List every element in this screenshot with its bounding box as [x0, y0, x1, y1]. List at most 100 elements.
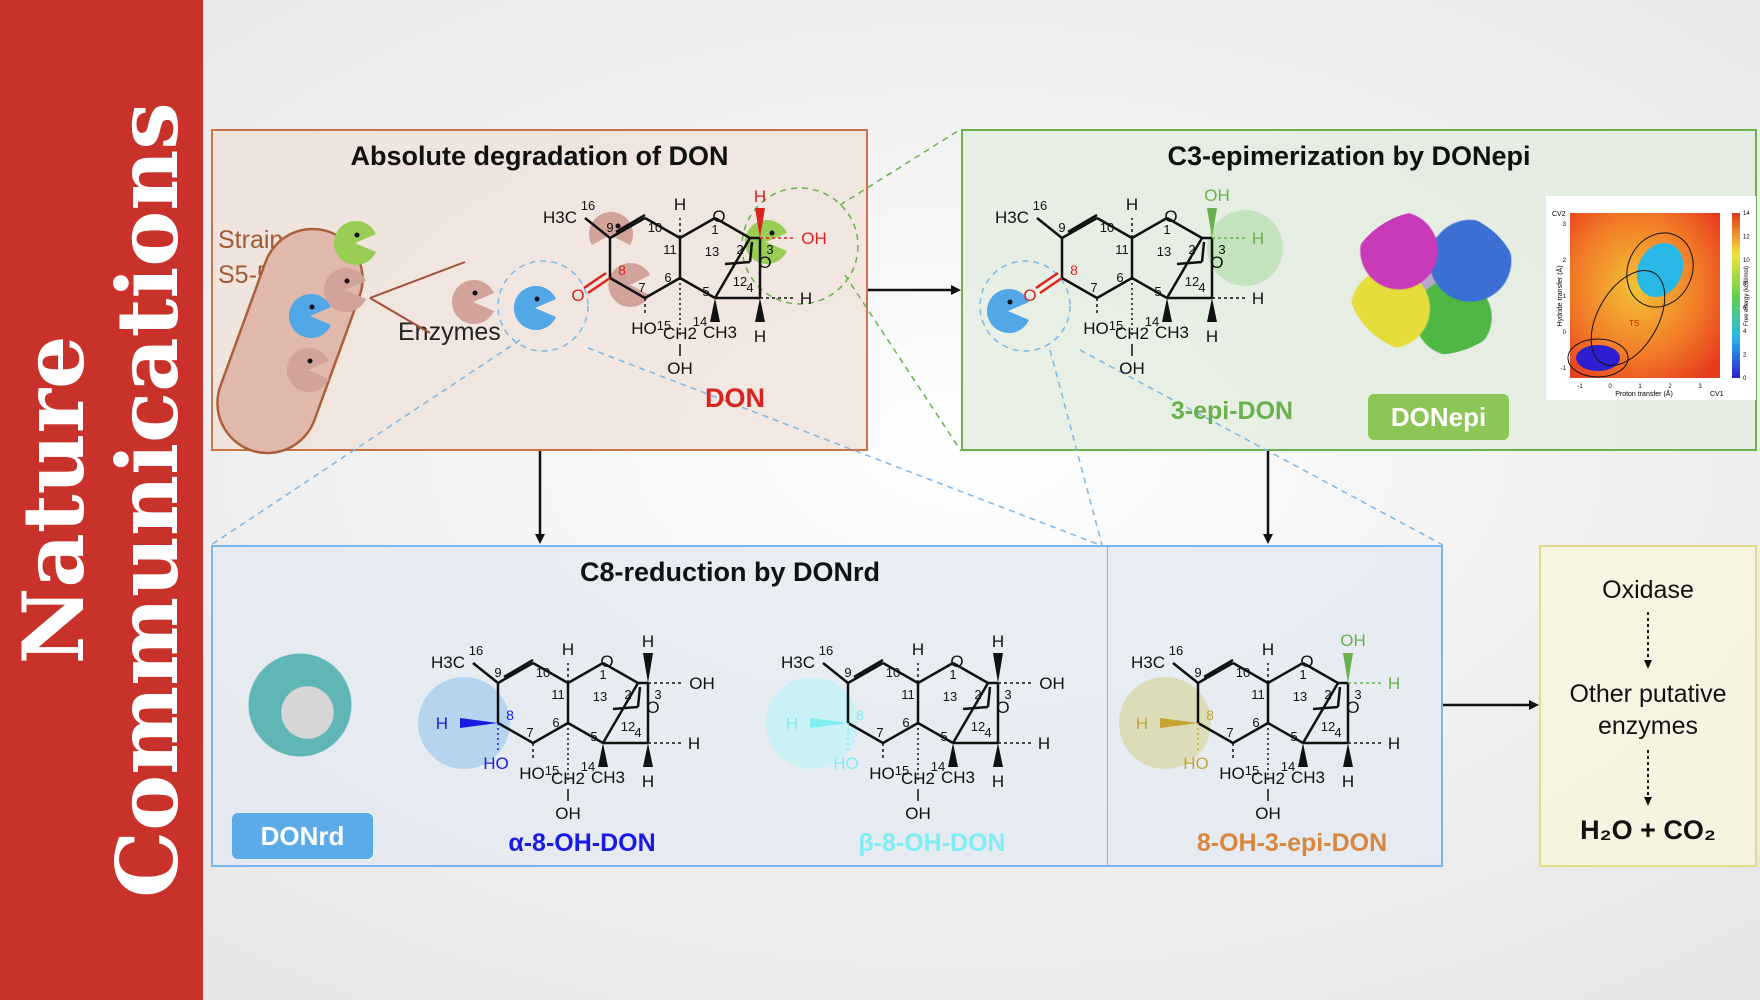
- locant-6: 6: [664, 270, 671, 285]
- c14-methyl: CH3: [1291, 768, 1325, 787]
- locant-16: 16: [581, 198, 595, 213]
- oxidase-label: Oxidase: [1602, 576, 1694, 604]
- bond: [917, 721, 954, 745]
- alpha-8-oh-don-name: α-8-OH-DON: [508, 829, 655, 857]
- 8-oh-3-epi-don-name: 8-OH-3-epi-DON: [1197, 829, 1387, 857]
- bond: [1166, 216, 1203, 240]
- wedge-bond: [1162, 298, 1172, 322]
- locant-7: 7: [1090, 280, 1097, 295]
- bond: [847, 661, 884, 685]
- bond: [1067, 213, 1098, 234]
- locant-4: 4: [746, 280, 753, 295]
- x-tick-label: 1: [1638, 384, 1642, 390]
- bond: [951, 682, 990, 744]
- c3-hydrogen: H: [992, 632, 1004, 651]
- locant-13: 13: [593, 689, 607, 704]
- epoxide-oxygen: O: [1346, 698, 1359, 717]
- locant-11: 11: [1115, 242, 1129, 257]
- c11-hydrogen: H: [1126, 195, 1138, 214]
- bond: [532, 661, 569, 685]
- plot-x-axis-name: CV1: [1710, 391, 1724, 398]
- wedge-bond: [643, 653, 653, 683]
- c4-hydrogen-h: H: [1252, 289, 1264, 308]
- don-name: DON: [705, 383, 765, 413]
- epoxide-oxygen: O: [646, 698, 659, 717]
- locant-9: 9: [1058, 220, 1065, 235]
- final-products: H₂O + CO₂: [1580, 815, 1716, 845]
- c3-hydroxyl: OH: [1340, 631, 1366, 650]
- locant-12: 12: [733, 274, 747, 289]
- bond: [952, 661, 989, 685]
- free-energy-plot: TS Proton transfer (Å) Hydride transfer …: [1546, 196, 1756, 400]
- locant-3: 3: [654, 687, 661, 702]
- locant-8: 8: [618, 262, 626, 278]
- c7-hydroxyl: HO: [1219, 764, 1245, 783]
- locant-1: 1: [1299, 667, 1306, 682]
- c4-hydrogen-h: H: [1038, 734, 1050, 753]
- bond: [587, 276, 611, 295]
- c4-hydrogen-h: H: [800, 289, 812, 308]
- wedge-bond: [948, 743, 958, 767]
- locant-1: 1: [599, 667, 606, 682]
- locant-7: 7: [1226, 725, 1233, 740]
- locant-14: 14: [581, 759, 595, 774]
- bond: [679, 216, 716, 240]
- ketone-oxygen: O: [1023, 286, 1036, 305]
- bond: [472, 662, 499, 684]
- x-tick-label: -1: [1577, 384, 1583, 390]
- locant-11: 11: [901, 687, 915, 702]
- c15-methylene: CH2: [663, 324, 697, 343]
- colorbar-tick-label: 2: [1743, 352, 1747, 358]
- ring-oxygen: O: [950, 652, 963, 671]
- bond: [1267, 661, 1304, 685]
- locant-3: 3: [1354, 687, 1361, 702]
- bond: [609, 276, 646, 300]
- plot-x-label: Proton transfer (Å): [1615, 389, 1673, 398]
- zoom-guides-green: [839, 128, 962, 452]
- c14-methyl: CH3: [1155, 323, 1189, 342]
- locant-2: 2: [1188, 242, 1195, 257]
- c8-hydrogen: H: [436, 714, 448, 733]
- c14-methyl: CH3: [703, 323, 737, 342]
- c3-hydrogen: H: [642, 632, 654, 651]
- bond: [1036, 217, 1063, 239]
- plot-y-label: Hydride transfer (Å): [1555, 265, 1564, 326]
- bond: [882, 721, 919, 745]
- donrd-badge: DONrd: [232, 813, 373, 859]
- locant-4: 4: [984, 725, 991, 740]
- bond: [1267, 721, 1304, 745]
- wedge-bond: [1298, 743, 1308, 767]
- locant-14: 14: [1281, 759, 1295, 774]
- wedge-bond: [1343, 743, 1353, 767]
- locant-2: 2: [974, 687, 981, 702]
- bond: [602, 661, 639, 685]
- colorbar-tick-label: 12: [1743, 235, 1750, 241]
- bond: [583, 271, 607, 290]
- locant-2: 2: [736, 242, 743, 257]
- locant-9: 9: [494, 665, 501, 680]
- bond: [1061, 216, 1098, 240]
- ring-oxygen: O: [1164, 207, 1177, 226]
- locant-10: 10: [886, 665, 900, 680]
- c15-methylene: CH2: [1251, 769, 1285, 788]
- ts-marker: TS: [1629, 319, 1639, 328]
- bond: [1176, 260, 1203, 266]
- bond: [1232, 721, 1269, 745]
- c7-hydroxyl: HO: [519, 764, 545, 783]
- c3-hydrogen: H: [1388, 674, 1400, 693]
- methyl-group: H3C: [1131, 653, 1165, 672]
- wedge-bond: [1207, 208, 1217, 238]
- locant-6: 6: [552, 715, 559, 730]
- bond: [1232, 661, 1269, 685]
- locant-10: 10: [536, 665, 550, 680]
- locant-8: 8: [856, 707, 864, 723]
- putative-enzymes-line1: Other putative: [1569, 680, 1727, 708]
- locant-16: 16: [819, 643, 833, 658]
- bond: [748, 241, 754, 263]
- c8-hydroxyl: HO: [833, 754, 859, 773]
- wedge-bond: [810, 718, 848, 728]
